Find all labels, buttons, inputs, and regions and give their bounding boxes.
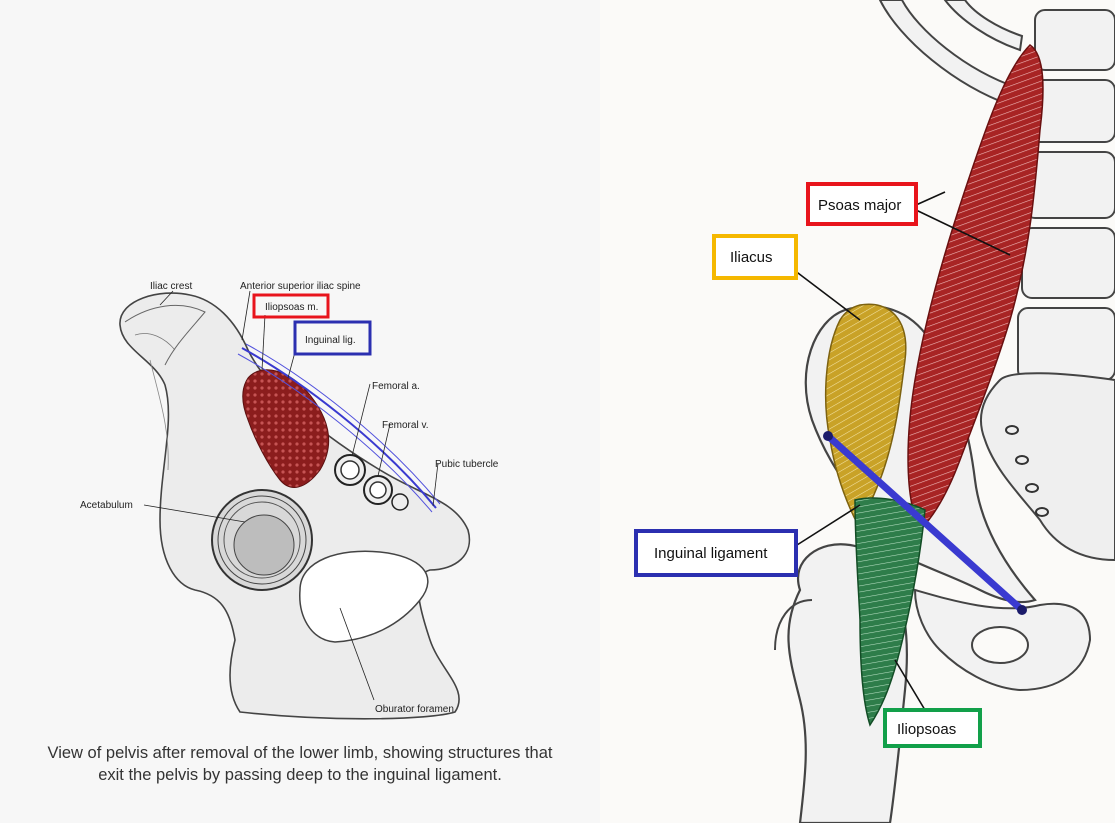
acetabulum	[211, 489, 313, 591]
label-acetabulum: Acetabulum	[80, 500, 133, 511]
label-obturator-foramen: Oburator foramen	[375, 704, 454, 715]
right-muscle-illustration: Psoas major Iliacus Inguinal ligament Il…	[634, 0, 1115, 823]
femoral-artery	[334, 454, 366, 486]
label-iliac-crest: Iliac crest	[150, 281, 192, 292]
label-iliopsoas: Iliopsoas	[897, 721, 956, 738]
red-highlight-box-left	[252, 293, 330, 319]
label-anterior-superior-iliac-spine: Anterior superior iliac spine	[240, 281, 361, 292]
figure-caption: View of pelvis after removal of the lowe…	[0, 742, 600, 786]
green-highlight-box	[883, 708, 982, 748]
blue-highlight-box-left	[293, 320, 372, 356]
rib-2	[943, 0, 1024, 52]
label-femoral-v: Femoral v.	[382, 420, 429, 431]
left-leader-lines	[143, 290, 439, 701]
red-highlight-box-right	[806, 182, 918, 226]
caption-line-2: exit the pelvis by passing deep to the i…	[98, 766, 502, 784]
yellow-highlight-box	[712, 234, 798, 280]
sacrum	[980, 372, 1115, 562]
inguinal-ligament-line	[824, 432, 1026, 614]
left-pelvis-illustration: Iliac crest Anterior superior iliac spin…	[80, 281, 499, 720]
label-inguinal-ligament: Inguinal ligament	[654, 545, 768, 562]
psoas-major-muscle	[907, 44, 1044, 532]
label-psoas-major: Psoas major	[818, 197, 901, 214]
obturator-foramen	[299, 550, 429, 643]
label-iliacus: Iliacus	[730, 249, 773, 266]
label-femoral-a: Femoral a.	[372, 381, 420, 392]
label-iliopsoas-m: Iliopsoas m.	[265, 302, 318, 313]
femoral-vein	[363, 475, 393, 505]
right-leader-lines	[793, 191, 1011, 711]
sacral-foramina	[1005, 425, 1049, 517]
blue-highlight-box-right	[634, 529, 798, 577]
iliopsoas-muscle-green	[854, 497, 926, 727]
label-pubic-tubercle: Pubic tubercle	[435, 459, 499, 470]
caption-line-1: View of pelvis after removal of the lowe…	[47, 744, 553, 762]
label-inguinal-lig: Inguinal lig.	[305, 335, 356, 346]
